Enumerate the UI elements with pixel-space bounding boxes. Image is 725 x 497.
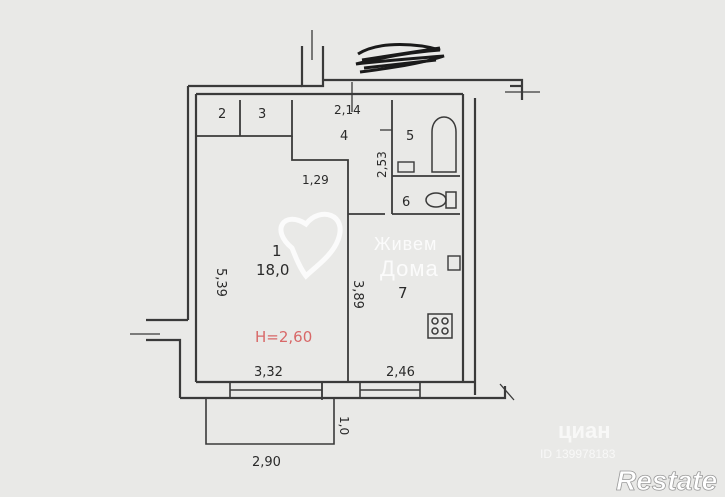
ceiling-height: H=2,60	[255, 328, 312, 346]
windows	[229, 381, 421, 400]
dimension-5-39: 5,39	[213, 268, 228, 297]
room-4-number: 4	[340, 129, 348, 144]
dimension-ticks	[130, 30, 540, 401]
room-6-number: 6	[402, 195, 410, 210]
dimension-2-46: 2,46	[386, 365, 415, 380]
dimension-1-0: 1,0	[337, 416, 351, 435]
kitchen-sink-icon	[447, 255, 461, 271]
restate-watermark: Restate	[616, 465, 718, 497]
outer-walls	[146, 46, 524, 400]
dimension-2-53: 2,53	[375, 151, 389, 178]
sink-icon	[397, 161, 415, 173]
stove-icon	[427, 313, 453, 339]
toilet-icon	[425, 191, 457, 209]
room-1-area: 18,0	[256, 261, 289, 279]
heart-logo-icon	[278, 211, 343, 280]
dimension-3-89: 3,89	[350, 280, 365, 309]
interior-partitions	[196, 100, 460, 382]
balcony-outline	[205, 398, 335, 445]
room-2-number: 2	[218, 107, 226, 122]
restate-brand: Restate	[616, 465, 717, 496]
dimension-2-14: 2,14	[334, 103, 361, 117]
room-5-number: 5	[406, 129, 414, 144]
agency-name-line2: Дома	[380, 256, 439, 281]
redacted-scribble	[355, 43, 445, 74]
dimension-3-32: 3,32	[254, 365, 283, 380]
agency-name-line1: Живем	[374, 234, 437, 254]
room-7-number: 7	[398, 284, 408, 302]
room-3-number: 3	[258, 107, 266, 122]
dimension-2-90: 2,90	[252, 455, 281, 470]
cian-listing-id: ID 139978183	[540, 447, 616, 461]
cian-brand: циан	[558, 418, 611, 443]
bathtub-icon	[431, 116, 457, 173]
room-1-number: 1	[272, 242, 282, 260]
dimension-1-29: 1,29	[302, 173, 329, 187]
cian-watermark: циан ID 139978183	[540, 418, 616, 461]
agency-watermark: Живем Дома	[278, 211, 439, 281]
